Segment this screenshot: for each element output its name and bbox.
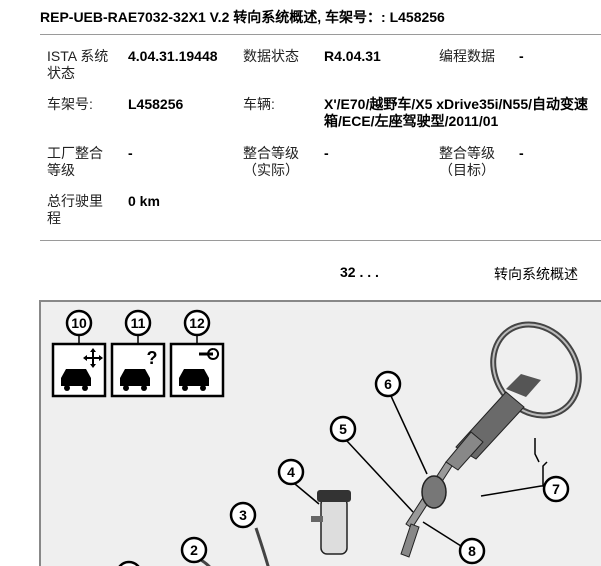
vehicle-label: 车辆: <box>243 96 275 112</box>
vin-value: L458256 <box>128 96 184 112</box>
callout-10: 10 <box>65 309 93 344</box>
section-title: 转向系统概述 <box>494 266 578 282</box>
actual-level-label: 整合等级（实际） <box>243 145 299 178</box>
mileage-value: 0 km <box>128 193 160 209</box>
target-level-label: 整合等级（目标） <box>439 145 495 178</box>
info-rule <box>40 240 601 241</box>
ista-status-label: ISTA 系统状态 <box>47 48 109 81</box>
callout-12-label: 12 <box>189 315 205 331</box>
callout-3-label: 3 <box>239 507 247 523</box>
programming-data-value: - <box>519 48 524 64</box>
callout-6: 6 <box>374 370 428 475</box>
callout-4-label: 4 <box>287 464 295 480</box>
target-level-value: - <box>519 145 524 161</box>
header-rule <box>40 34 601 35</box>
data-status-value: R4.04.31 <box>324 48 381 64</box>
vin-label: 车架号: <box>47 96 93 112</box>
factory-level-label: 工厂整合等级 <box>47 145 103 178</box>
reservoir-illustration <box>311 490 351 555</box>
callout-10-label: 10 <box>71 315 87 331</box>
callout-partial <box>118 560 140 566</box>
callout-6-label: 6 <box>384 376 392 392</box>
callout-2-label: 2 <box>190 542 198 558</box>
data-status-label: 数据状态 <box>243 48 299 64</box>
callout-12: 12 <box>183 309 211 344</box>
callout-7: 7 <box>542 475 570 503</box>
callout-2: 2 <box>180 536 208 564</box>
car-wrench-icon <box>169 342 225 398</box>
callout-5: 5 <box>329 415 414 513</box>
callout-5-label: 5 <box>339 421 347 437</box>
document-header: REP-UEB-RAE7032-32X1 V.2 转向系统概述, 车架号：: L… <box>40 9 445 25</box>
callout-3: 3 <box>229 501 257 529</box>
callout-4: 4 <box>277 458 320 505</box>
car-question-icon: ? <box>110 342 166 398</box>
mileage-label: 总行驶里程 <box>47 193 103 226</box>
steering-system-figure: 10 11 12 ? <box>39 300 601 566</box>
callout-7-label: 7 <box>552 481 560 497</box>
callout-11-label: 11 <box>131 315 146 331</box>
svg-text:?: ? <box>147 348 158 368</box>
ista-status-value: 4.04.31.19448 <box>128 48 218 64</box>
factory-level-value: - <box>128 145 133 161</box>
section-number: 32 . . . <box>340 264 379 280</box>
vehicle-value: X'/E70/越野车/X5 xDrive35i/N55/自动变速箱/ECE/左座… <box>324 96 588 129</box>
callout-8-label: 8 <box>468 543 476 559</box>
programming-data-label: 编程数据 <box>439 48 495 64</box>
steering-column-illustration <box>400 321 582 558</box>
actual-level-value: - <box>324 145 329 161</box>
callout-11: 11 <box>124 309 152 344</box>
car-move-icon <box>51 342 107 398</box>
callout-8: 8 <box>422 521 486 565</box>
